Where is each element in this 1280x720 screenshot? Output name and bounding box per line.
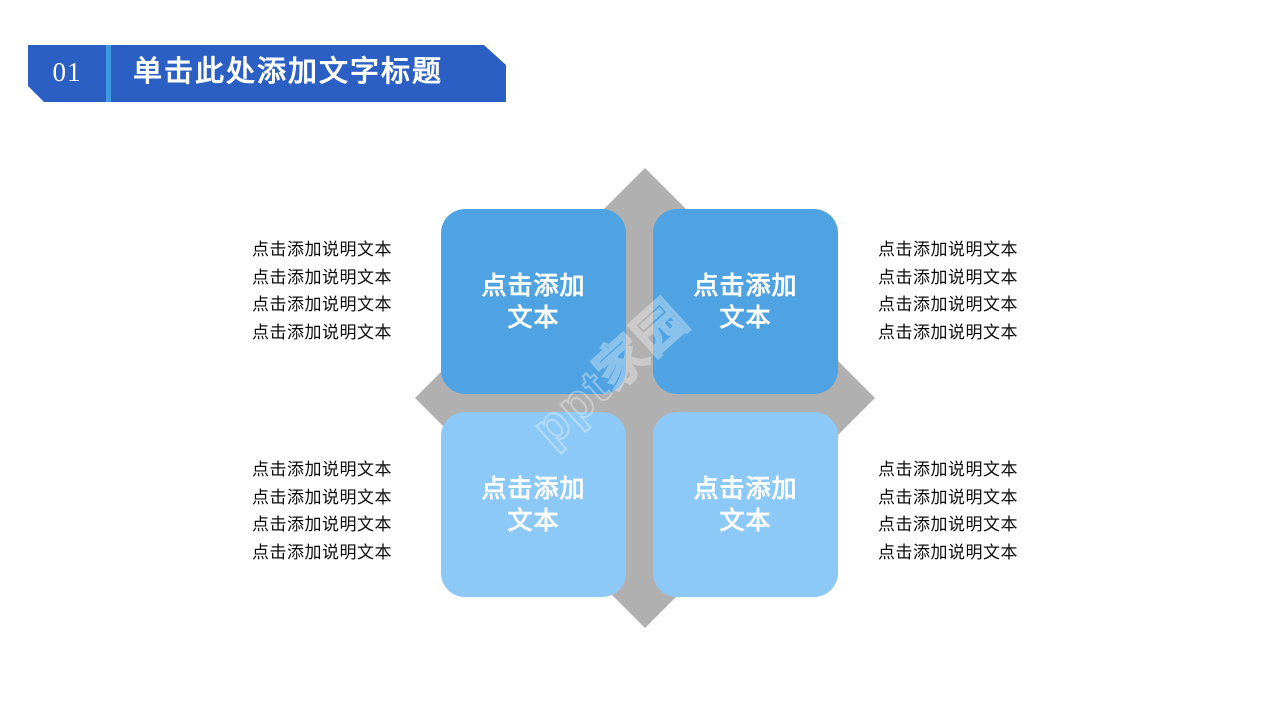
description-line: 点击添加说明文本 bbox=[252, 542, 392, 562]
description-line: 点击添加说明文本 bbox=[878, 542, 1018, 562]
description-line: 点击添加说明文本 bbox=[252, 460, 392, 479]
description-bottom-right: 点击添加说明文本 点击添加说明文本 点击添加说明文本 点击添加说明文本 bbox=[878, 456, 1190, 566]
description-line: 点击添加说明文本 bbox=[878, 487, 1018, 507]
quadrant-bottom-right[interactable]: 点击添加文本 bbox=[653, 412, 838, 597]
description-line: 点击添加说明文本 bbox=[252, 295, 392, 315]
description-line: 点击添加说明文本 bbox=[878, 267, 1018, 287]
description-top-left: 点击添加说明文本 点击添加说明文本 点击添加说明文本 点击添加说明文本 bbox=[80, 236, 392, 346]
description-line: 点击添加说明文本 bbox=[878, 240, 1018, 259]
description-bottom-left: 点击添加说明文本 点击添加说明文本 点击添加说明文本 点击添加说明文本 bbox=[80, 456, 392, 566]
section-number: 01 bbox=[52, 57, 82, 87]
description-line: 点击添加说明文本 bbox=[252, 515, 392, 535]
description-line: 点击添加说明文本 bbox=[252, 322, 392, 342]
description-line: 点击添加说明文本 bbox=[878, 295, 1018, 315]
description-top-right: 点击添加说明文本 点击添加说明文本 点击添加说明文本 点击添加说明文本 bbox=[878, 236, 1190, 346]
description-line: 点击添加说明文本 bbox=[878, 322, 1018, 342]
description-line: 点击添加说明文本 bbox=[878, 460, 1018, 479]
quadrant-bottom-left[interactable]: 点击添加文本 bbox=[441, 412, 626, 597]
description-line: 点击添加说明文本 bbox=[252, 240, 392, 259]
quadrant-top-left[interactable]: 点击添加文本 bbox=[441, 209, 626, 394]
quadrant-top-right[interactable]: 点击添加文本 bbox=[653, 209, 838, 394]
quadrant-label: 点击添加文本 bbox=[481, 474, 586, 535]
slide-title-banner[interactable]: 01 单击此处添加文字标题 bbox=[28, 45, 506, 102]
description-line: 点击添加说明文本 bbox=[252, 267, 392, 287]
description-line: 点击添加说明文本 bbox=[878, 515, 1018, 535]
four-way-arrow-icon bbox=[415, 168, 875, 628]
quadrant-label: 点击添加文本 bbox=[693, 271, 798, 332]
quadrant-diagram: 点击添加文本 点击添加文本 点击添加文本 点击添加文本 bbox=[405, 160, 885, 635]
title-divider bbox=[106, 45, 111, 102]
quadrant-label: 点击添加文本 bbox=[693, 474, 798, 535]
page-title: 单击此处添加文字标题 bbox=[133, 55, 444, 88]
description-line: 点击添加说明文本 bbox=[252, 487, 392, 507]
quadrant-label: 点击添加文本 bbox=[481, 271, 586, 332]
